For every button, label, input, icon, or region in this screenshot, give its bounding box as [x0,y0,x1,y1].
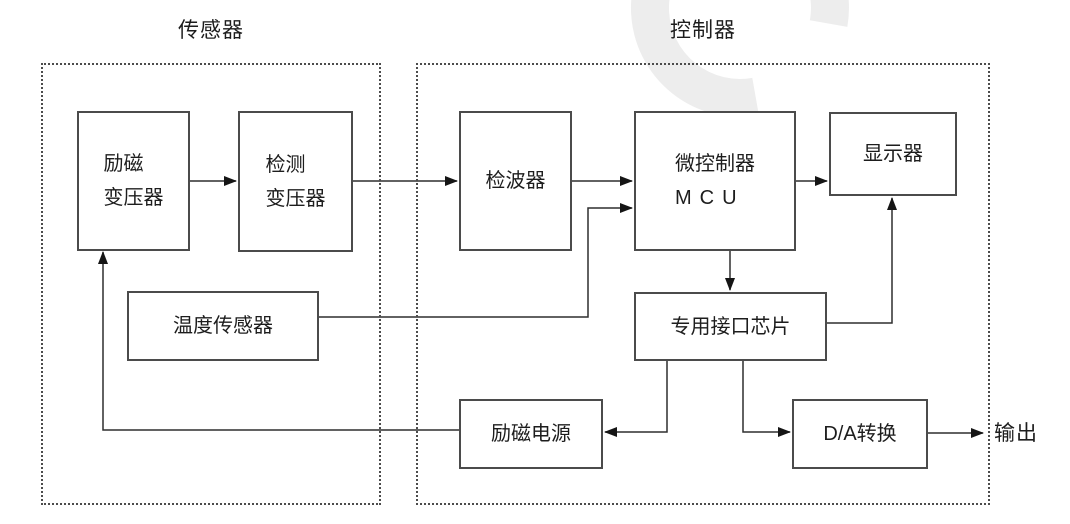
sensor-group-title: 传感器 [178,19,244,42]
node-label: 励磁电源 [491,423,571,445]
controller-group-title: 控制器 [670,19,736,42]
node-temperature-sensor: 温度传感器 [127,291,319,361]
output-label: 输出 [994,422,1038,445]
sensor-group-frame [41,63,381,505]
node-label: 显示器 [863,143,923,165]
node-mcu: 微控制器 MCU [634,111,796,251]
node-label: 检测 [265,153,306,176]
node-label: 变压器 [103,187,164,209]
node-label: 微控制器 [675,153,755,175]
node-interface-chip: 专用接口芯片 [634,292,827,361]
node-detection-transformer: 检测 变压器 [238,111,353,252]
node-label: 检波器 [485,170,546,192]
node-detector: 检波器 [459,111,572,251]
node-label: D/A转换 [823,423,897,445]
node-label: 温度传感器 [173,315,273,337]
node-display: 显示器 [829,112,957,196]
node-excitation-power: 励磁电源 [459,399,603,469]
node-label: 变压器 [265,187,326,210]
node-label: 专用接口芯片 [670,315,791,338]
controller-group-frame [416,63,990,505]
node-excitation-transformer: 励磁 变压器 [77,111,190,251]
node-label: MCU [675,187,745,209]
node-da-converter: D/A转换 [792,399,928,469]
node-label: 励磁 [103,153,144,175]
